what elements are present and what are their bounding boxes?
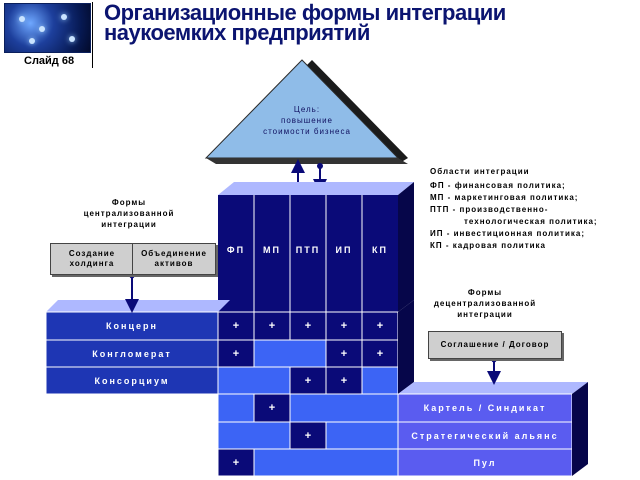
row-label-conglomerate: Конгломерат [92, 348, 172, 359]
column-label-ptp: ПТП [295, 245, 321, 255]
plus-mark: + [376, 320, 384, 332]
create-holding-box: Создание холдинга [50, 243, 133, 275]
left-label-bg-2 [45, 339, 219, 368]
title-line-2: наукоемких предприятий [104, 20, 370, 45]
goal-line-1: Цель: [293, 105, 321, 114]
pyramid-side [302, 60, 408, 164]
area-item: ФП - финансовая политика; [430, 181, 566, 190]
merge-assets-line-2: активов [154, 259, 194, 268]
area-item: МП - маркетинговая политика; [430, 193, 579, 202]
goal-line-3: стоимости бизнеса [263, 127, 351, 136]
row-label-pool: Пул [473, 457, 497, 468]
agreement-box: Соглашение / Договор [428, 331, 562, 359]
column-label-mp: МП [263, 245, 281, 255]
centralized-title: Формы централизованной интеграции [64, 197, 194, 230]
area-item: ИП - инвестиционная политика; [430, 229, 585, 238]
centralized-title-line-3: интеграции [101, 220, 157, 229]
pyramid-base-shadow [206, 158, 408, 164]
area-item: ПТП - производственно- [430, 205, 549, 214]
column-separators [253, 195, 363, 312]
plus-mark: + [376, 347, 384, 360]
title-line-1: Организационные формы интеграции [104, 0, 506, 25]
area-item: технологическая политика; [464, 217, 598, 226]
slide-number: Слайд 68 [24, 55, 75, 67]
right-label-bg-1 [397, 393, 573, 423]
plus-mark: + [304, 320, 312, 332]
merge-assets-line-1: Объединение [141, 249, 207, 258]
area-item: КП - кадровая политика [430, 241, 547, 250]
arrow-down-dot [317, 163, 323, 169]
logo-image [4, 3, 91, 53]
right-label-bg-3 [397, 448, 573, 477]
right-rows-top-face [398, 382, 588, 394]
column-label-ip: ИП [335, 245, 353, 255]
create-holding-line-1: Создание [68, 249, 116, 258]
decentralized-title: Формы децентрализованной интеграции [415, 287, 555, 320]
centralized-title-line-1: Формы [111, 198, 147, 207]
plus-mark: + [232, 456, 240, 469]
create-holding-line-2: холдинга [69, 259, 115, 268]
plus-mark: + [232, 347, 240, 360]
plus-mark: + [268, 320, 276, 332]
row-label-alliance: Стратегический альянс [411, 430, 559, 441]
areas-title: Области интеграции [430, 167, 530, 176]
decentralized-title-line-1: Формы [467, 288, 503, 297]
upper-matrix-side [398, 300, 414, 394]
plus-mark: + [232, 320, 240, 332]
plus-mark: + [340, 347, 348, 360]
left-label-bg-3 [45, 366, 219, 395]
areas-legend: ФП - финансовая политика; МП - маркетинг… [430, 180, 598, 252]
plus-mark: + [340, 320, 348, 332]
column-label-kp: КП [372, 245, 388, 255]
columns-top-face [218, 182, 414, 195]
columns-side-face [398, 182, 414, 312]
plus-mark: + [304, 429, 312, 442]
row-label-cartel: Картель / Синдикат [423, 403, 547, 413]
matrix-cells [217, 311, 399, 477]
goal-label: Цель: повышение стоимости бизнеса [248, 104, 366, 137]
columns-front-face [218, 195, 398, 312]
left-rows-top-face [46, 300, 230, 312]
centralized-title-line-2: централизованной [83, 209, 175, 218]
page-title: Организационные формы интеграции наукоем… [104, 0, 506, 45]
goal-line-2: повышение [281, 116, 333, 125]
row-label-concern: Концерн [106, 321, 158, 331]
column-label-fp: ФП [226, 245, 246, 255]
decentralized-title-line-3: интеграции [457, 310, 513, 319]
left-label-bg-1 [45, 311, 219, 341]
merge-assets-box: Объединение активов [132, 243, 216, 275]
plus-mark: + [340, 374, 348, 387]
decentralized-title-line-2: децентрализованной [433, 299, 537, 308]
header-divider [92, 2, 93, 68]
row-label-consortium: Консорциум [94, 375, 170, 386]
plus-mark: + [304, 374, 312, 387]
plus-mark: + [268, 402, 276, 414]
right-rows-side-face [572, 382, 588, 476]
